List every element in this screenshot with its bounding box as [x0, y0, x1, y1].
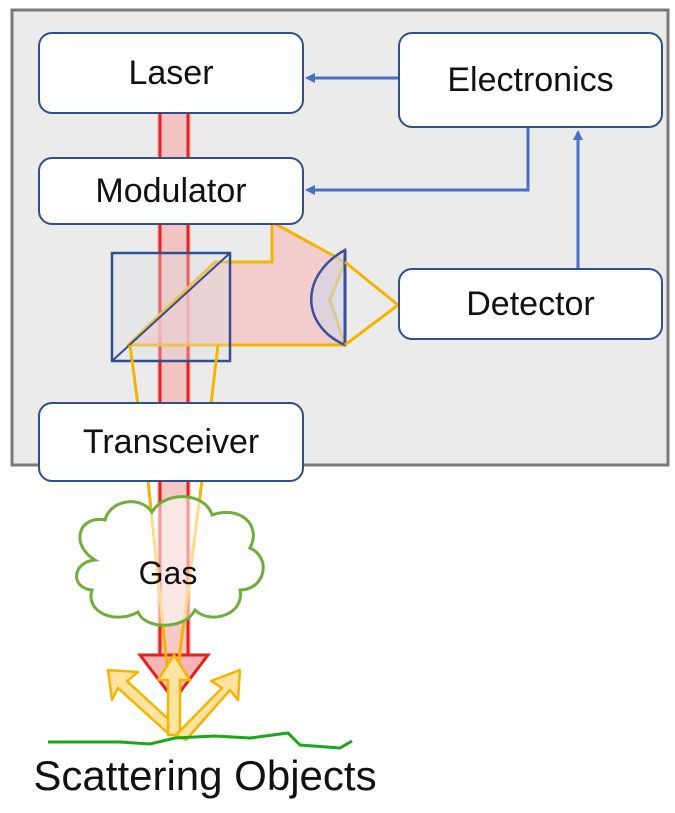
transceiver-label: Transceiver	[82, 422, 260, 461]
laser-label: Laser	[128, 53, 214, 92]
gas-cloud	[75, 495, 265, 627]
gas-label: Gas	[138, 555, 198, 591]
detector-label: Detector	[466, 284, 595, 323]
laser-box: Laser	[38, 32, 304, 114]
detector-box: Detector	[398, 268, 663, 340]
electronics-to-modulator-arrow	[305, 128, 530, 195]
ground-line	[48, 731, 353, 750]
scatter-arrow-right	[174, 668, 242, 742]
electronics-label: Electronics	[447, 60, 614, 99]
beam-splitter-diagonal	[111, 252, 231, 362]
modulator-box: Modulator	[38, 157, 304, 225]
electronics-box: Electronics	[398, 32, 663, 128]
scattering-objects-label: Scattering Objects	[33, 752, 377, 799]
modulator-label: Modulator	[95, 171, 247, 210]
lens-icon	[310, 247, 347, 347]
transceiver-box: Transceiver	[38, 402, 304, 482]
scatter-arrow-center	[156, 653, 192, 737]
